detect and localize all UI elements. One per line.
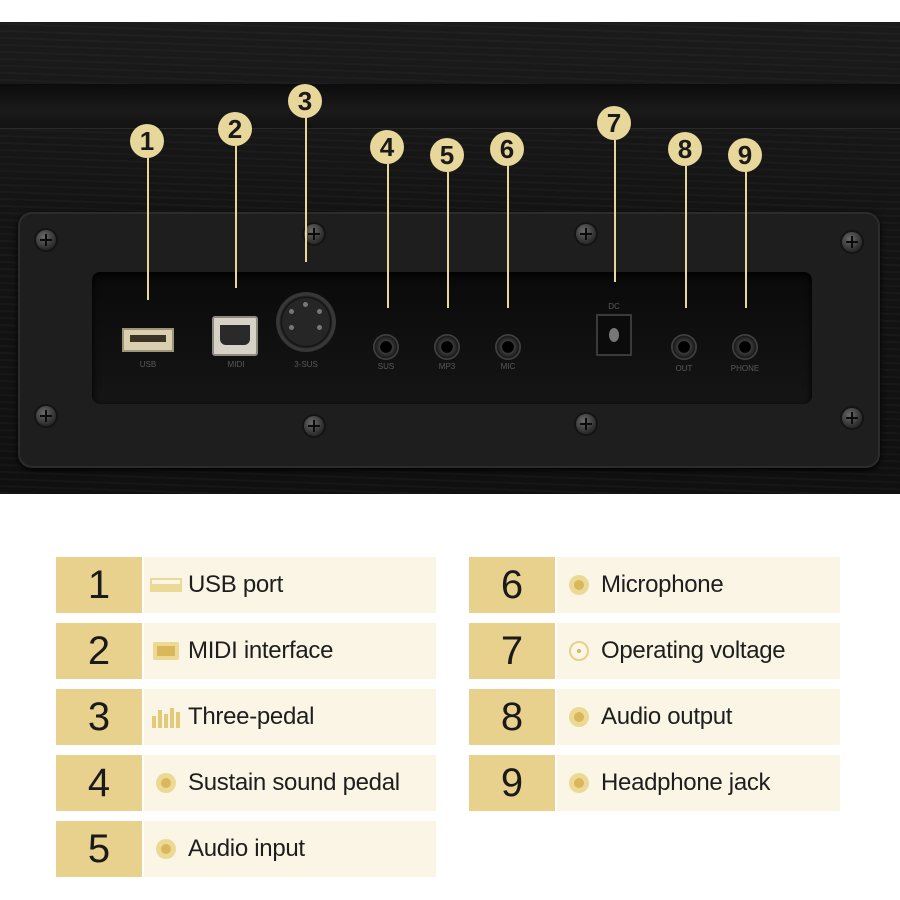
legend-number: 4 [56,755,142,811]
screw-icon [304,416,324,436]
legend-number: 8 [469,689,555,745]
legend-item-audio-output: 8 Audio output [469,689,840,745]
legend-item-pedal: 3 Three-pedal [56,689,436,745]
legend-item-audio-input: 5 Audio input [56,821,436,877]
callout-line [447,172,449,308]
port-label-mp3: MP3 [438,362,456,371]
din-pedal-port [276,292,336,352]
callout-number: 4 [370,130,404,164]
midi-icon [153,642,179,660]
mic-jack [495,334,521,360]
sus-jack [373,334,399,360]
port-label-usb: USB [139,360,157,369]
legend-number: 7 [469,623,555,679]
callout-number: 6 [490,132,524,166]
usb-port [122,328,174,352]
callout-line [305,116,307,262]
legend-label: Audio input [188,835,305,862]
legend-label: USB port [188,571,283,598]
legend-number: 3 [56,689,142,745]
callout-line [614,140,616,282]
port-label-midi: MIDI [227,360,245,369]
callout-line [235,146,237,288]
legend-label: MIDI interface [188,637,334,664]
jack-icon [569,773,589,793]
callout-line [745,172,747,308]
callout-number: 8 [668,132,702,166]
legend-label: Three-pedal [188,703,315,730]
callout-number: 2 [218,112,252,146]
mp3-jack [434,334,460,360]
out-jack [671,334,697,360]
port-label-phone: PHONE [730,364,760,373]
phone-jack [732,334,758,360]
midi-port [212,316,258,356]
callout-line [147,158,149,300]
port-label-3sus: 3-SUS [294,360,318,369]
legend-number: 1 [56,557,142,613]
callout-number: 3 [288,84,322,118]
dc-jack [596,314,632,356]
usb-icon [150,578,182,592]
legend-label: Headphone jack [601,769,771,796]
screw-icon [842,408,862,428]
pedal-bars-icon [152,706,180,728]
callout-number: 9 [728,138,762,172]
port-label-sus: SUS [377,362,395,371]
legend-number: 2 [56,623,142,679]
screw-icon [304,224,324,244]
rear-panel-photo [0,22,900,494]
port-label-mic: MIC [500,362,516,371]
screw-icon [576,414,596,434]
legend-number: 9 [469,755,555,811]
jack-icon [156,773,176,793]
callout-number: 5 [430,138,464,172]
jack-icon [156,839,176,859]
callout-number: 1 [130,124,164,158]
legend-item-usb: 1 USB port [56,557,436,613]
legend-item-headphone: 9 Headphone jack [469,755,840,811]
legend-label: Microphone [601,571,724,598]
cabinet-edge [0,84,900,129]
screw-icon [36,230,56,250]
screw-icon [842,232,862,252]
legend-number: 6 [469,557,555,613]
legend-number: 5 [56,821,142,877]
callout-line [685,166,687,308]
jack-icon [569,575,589,595]
legend-item-microphone: 6 Microphone [469,557,840,613]
legend-label: Operating voltage [601,637,786,664]
jack-icon [569,707,589,727]
screw-icon [576,224,596,244]
port-label-out: OUT [675,364,693,373]
legend-label: Audio output [601,703,733,730]
legend-item-midi: 2 MIDI interface [56,623,436,679]
legend-item-voltage: 7 Operating voltage [469,623,840,679]
legend-label: Sustain sound pedal [188,769,400,796]
callout-number: 7 [597,106,631,140]
callout-line [387,164,389,308]
screw-icon [36,406,56,426]
port-label-dc: DC [608,302,620,311]
callout-line [507,166,509,308]
dc-icon [569,641,589,661]
legend-item-sustain: 4 Sustain sound pedal [56,755,436,811]
